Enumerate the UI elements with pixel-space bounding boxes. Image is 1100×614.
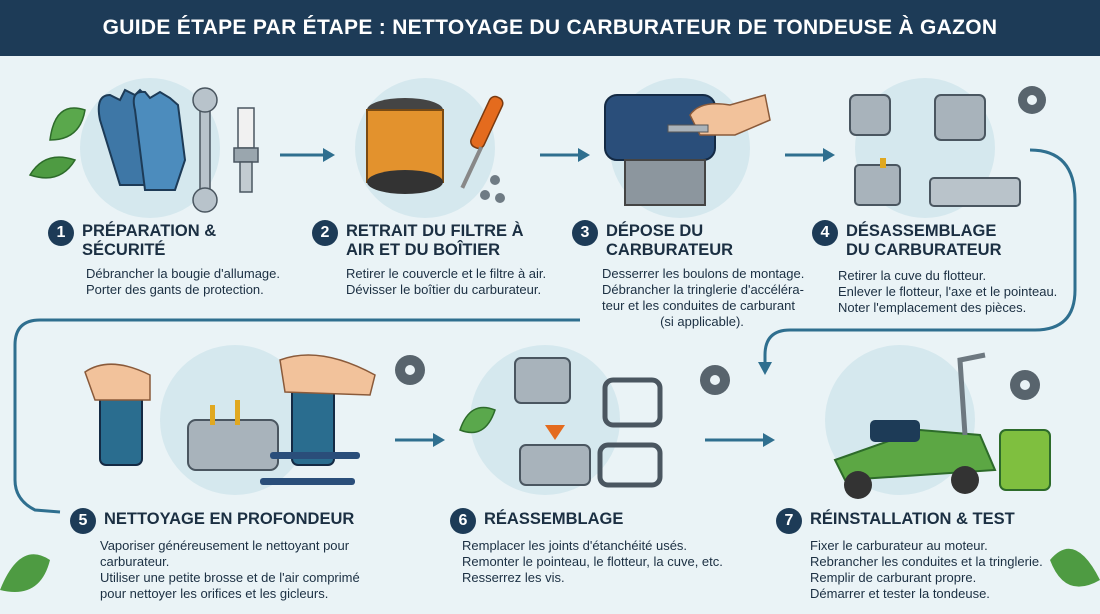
carburetor-parts-icon [849, 94, 986, 206]
arrow-4-5-return [763, 148, 1077, 365]
screws-icon [480, 175, 505, 203]
step-title-line: CARBURATEUR [606, 241, 734, 259]
step-title-line: AIR ET DU BOÎTIER [346, 241, 501, 259]
step-description: Fixer le carburateur au moteur. Rebranch… [810, 538, 1076, 602]
leaf-icon [28, 107, 86, 179]
spray-can-right-icon [279, 354, 376, 466]
leaf-icon [459, 406, 496, 434]
step-5: 5 NETTOYAGE EN PROFONDEUR Vaporiser géné… [70, 508, 410, 602]
step-description: Vaporiser généreusement le nettoyant pou… [100, 538, 410, 602]
air-filter-icon [366, 98, 444, 194]
step-title: DÉSASSEMBLAGE DU CARBURATEUR [846, 222, 1002, 260]
step-desc-line: Remplacer les joints d'étanchéité usés. [462, 538, 688, 553]
page-title: GUIDE ÉTAPE PAR ÉTAPE : NETTOYAGE DU CAR… [102, 16, 998, 39]
step-title-line: DÉPOSE DU [606, 222, 704, 240]
step-desc-line: Desserrer les boulons de montage. [602, 266, 805, 281]
step-title-line: DU CARBURATEUR [846, 241, 1002, 259]
lawn-mower-icon [833, 352, 997, 499]
step-number-badge: 7 [776, 508, 802, 534]
hand-with-wrench-icon [667, 94, 771, 136]
spark-plug-icon [233, 107, 259, 193]
step-title-line: NETTOYAGE EN PROFONDEUR [104, 510, 355, 528]
step-description: Débrancher la bougie d'allumage. Porter … [86, 266, 288, 298]
step-desc-line: Retirer la cuve du flotteur. [838, 268, 987, 283]
step-number-badge: 2 [312, 220, 338, 246]
step-desc-line: Débrancher la tringlerie d'accéléra- [602, 282, 804, 297]
step-desc-line: Débrancher la bougie d'allumage. [86, 266, 280, 281]
step-desc-line: Démarrer et tester la tondeuse. [810, 586, 990, 601]
step-description: Remplacer les joints d'étanchéité usés. … [462, 538, 770, 586]
engine-icon [604, 94, 716, 206]
gear-icon [395, 355, 425, 385]
brush-icon [260, 452, 360, 485]
step-desc-line: Fixer le carburateur au moteur. [810, 538, 988, 553]
step-title: PRÉPARATION & SÉCURITÉ [82, 222, 216, 260]
step-4: 4 DÉSASSEMBLAGE DU CARBURATEUR Retirer l… [812, 220, 1092, 316]
step-number-badge: 5 [70, 508, 96, 534]
step-desc-line: Remplir de carburant propre. [810, 570, 977, 585]
step-title: NETTOYAGE EN PROFONDEUR [104, 510, 354, 529]
step-description: Retirer la cuve du flotteur. Enlever le … [838, 268, 1092, 316]
step-desc-line: Remonter le pointeau, le flotteur, la cu… [462, 554, 723, 569]
carburetor-clean-icon [187, 400, 279, 471]
step-desc-line: Noter l'emplacement des pièces. [838, 300, 1027, 315]
gasket-icon [597, 377, 663, 488]
screwdriver-icon [460, 95, 504, 189]
step-number-badge: 4 [812, 220, 838, 246]
step-desc-line: Rebrancher les conduites et la tringleri… [810, 554, 1043, 569]
step-1: 1 PRÉPARATION & SÉCURITÉ Débrancher la b… [48, 220, 288, 298]
step-title-line: PRÉPARATION & [82, 222, 217, 240]
float-bowl-icon [519, 425, 591, 486]
step-title: DÉPOSE DU CARBURATEUR [606, 222, 733, 260]
step-desc-line: Porter des gants de protection. [86, 282, 264, 297]
step-6: 6 RÉASSEMBLAGE Remplacer les joints d'ét… [450, 508, 770, 586]
step-desc-line: Enlever le flotteur, l'axe et le pointea… [838, 284, 1058, 299]
spray-can-left-icon [84, 363, 151, 466]
wrench-icon [192, 87, 218, 213]
step-desc-line: Retirer le couvercle et le filtre à air. [346, 266, 547, 281]
header-banner: GUIDE ÉTAPE PAR ÉTAPE : NETTOYAGE DU CAR… [0, 0, 1100, 56]
gear-icon [700, 365, 730, 395]
step-number-badge: 6 [450, 508, 476, 534]
carburetor-body-icon [514, 357, 571, 404]
step-3: 3 DÉPOSE DU CARBURATEUR Desserrer les bo… [572, 220, 812, 330]
step-title: RETRAIT DU FILTRE À AIR ET DU BOÎTIER [346, 222, 524, 260]
step-desc-line: pour nettoyer les orifices et les gicleu… [100, 586, 329, 601]
step-desc-line: Vaporiser généreusement le nettoyant pou… [100, 538, 350, 553]
step-desc-line: Resserrez les vis. [462, 570, 565, 585]
step-title: RÉASSEMBLAGE [484, 510, 623, 529]
step-title-line: SÉCURITÉ [82, 241, 166, 259]
step-title-line: RÉASSEMBLAGE [484, 510, 624, 528]
step-title-line: RÉINSTALLATION & TEST [810, 510, 1015, 528]
step-number-badge: 3 [572, 220, 598, 246]
step-title: RÉINSTALLATION & TEST [810, 510, 1015, 529]
step-number-badge: 1 [48, 220, 74, 246]
step-title-line: DÉSASSEMBLAGE [846, 222, 997, 240]
step-title-line: RETRAIT DU FILTRE À [346, 222, 524, 240]
step-desc-line: Utiliser une petite brosse et de l'air c… [100, 570, 360, 585]
step-desc-line: (si applicable). [660, 314, 744, 329]
step-desc-line: Dévisser le boîtier du carburateur. [346, 282, 542, 297]
fuel-can-icon [999, 429, 1051, 491]
illustrations-layer [0, 78, 1100, 592]
step-2: 2 RETRAIT DU FILTRE À AIR ET DU BOÎTIER … [312, 220, 572, 298]
step-desc-line: carburateur. [100, 554, 170, 569]
leaf-icon [0, 548, 1100, 592]
parts-tray-icon [929, 177, 1021, 207]
flow-arrows [13, 148, 1077, 514]
gloves-icon [97, 88, 187, 191]
step-description: Desserrer les boulons de montage. Débran… [602, 266, 805, 330]
arrow-left-loop [13, 318, 580, 514]
gear-icon [1010, 370, 1040, 400]
arrow-heads [323, 148, 835, 447]
step-desc-line: teur et les conduites de carburant [602, 298, 795, 313]
gear-icon [1018, 86, 1046, 114]
step-description: Retirer le couvercle et le filtre à air.… [346, 266, 572, 298]
step-7: 7 RÉINSTALLATION & TEST Fixer le carbura… [776, 508, 1076, 602]
